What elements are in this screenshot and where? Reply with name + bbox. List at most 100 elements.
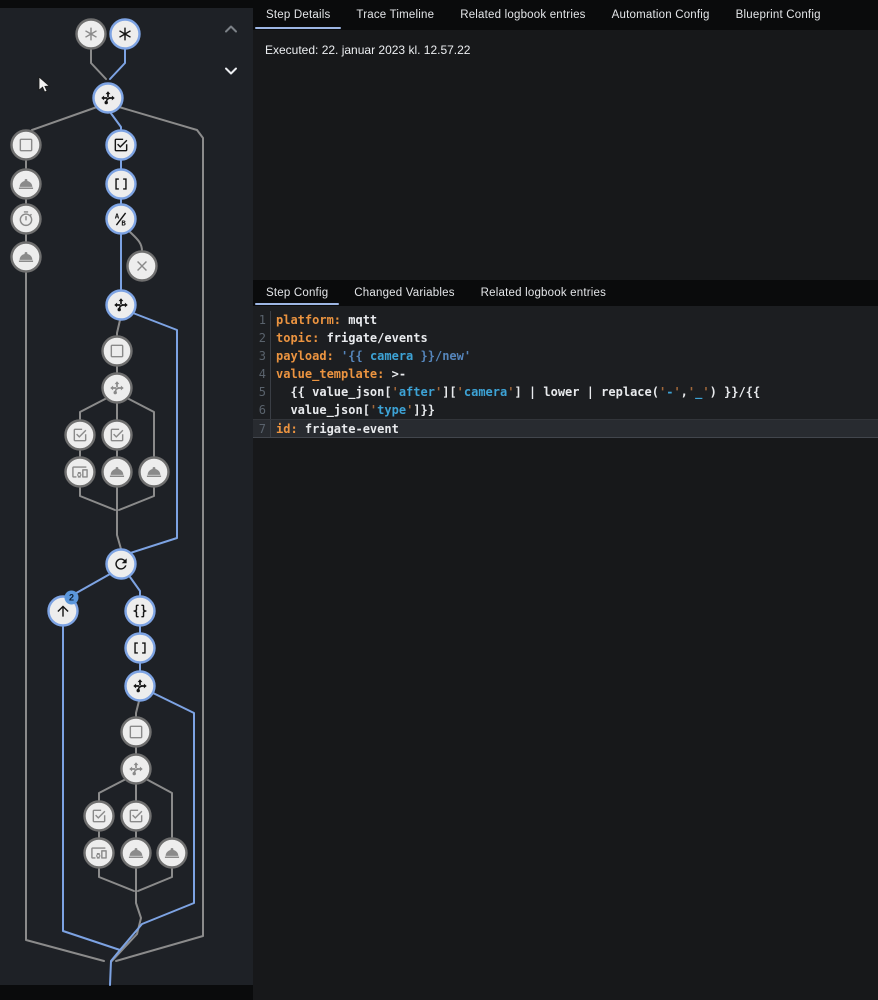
close-icon [137, 261, 147, 271]
code-text: value_template: >- [276, 367, 407, 381]
node-trigger-2[interactable] [109, 18, 141, 50]
trace-edge-active [109, 692, 195, 986]
node-condition-2[interactable] [64, 419, 96, 451]
node-condition-5[interactable] [120, 800, 152, 832]
room-service-icon [18, 179, 34, 189]
node-sequence-2[interactable] [124, 632, 156, 664]
node-service-6[interactable] [156, 837, 188, 869]
step-config-tab-bar: Step Config Changed Variables Related logb… [253, 280, 878, 306]
trace-edge-idle [79, 397, 116, 511]
node-device-2[interactable] [83, 837, 115, 869]
code-text: {{ value_json['after']['camera'] | lower… [276, 385, 761, 399]
tab-blueprint-config[interactable]: Blueprint Config [735, 9, 821, 21]
trace-edge-active [109, 111, 122, 291]
move-down-button[interactable] [219, 59, 243, 83]
tab-changed-variables[interactable]: Changed Variables [354, 287, 455, 299]
node-choose-3[interactable] [101, 372, 133, 404]
svg-text:A: A [115, 211, 120, 220]
trace-edge-active [62, 626, 121, 951]
tab-step-config[interactable]: Step Config [253, 280, 341, 306]
arrow-decision-icon [133, 679, 147, 693]
tab-related-logbook-entries[interactable]: Related logbook entries [460, 9, 586, 21]
trace-edge-idle [137, 778, 173, 892]
arrow-decision-icon [129, 762, 143, 776]
node-trigger-1[interactable] [75, 18, 107, 50]
code-text: platform: mqtt [276, 313, 378, 327]
trace-edge-idle [127, 229, 143, 252]
tab-step-details[interactable]: Step Details [253, 0, 343, 30]
line-number: 1 [253, 311, 271, 329]
asterisk-icon [85, 27, 97, 41]
timer-icon [19, 211, 33, 227]
arrow-decision-icon [114, 298, 128, 312]
node-choose-2[interactable] [105, 289, 137, 321]
node-iteration-1[interactable]: 2 [47, 590, 79, 627]
code-line: 5 {{ value_json['after']['camera'] | low… [253, 383, 878, 401]
room-service-icon [109, 467, 125, 477]
line-number: 6 [253, 401, 271, 419]
node-variables-1[interactable] [124, 595, 156, 627]
automation-trace-graph[interactable]: AB 2 [0, 0, 253, 1000]
asterisk-icon [119, 27, 131, 41]
node-delay-1[interactable] [10, 203, 42, 235]
devices-icon [91, 847, 107, 859]
step-details-pane: Executed: 22. januar 2023 kl. 12.57.22 [253, 30, 878, 280]
chevron-down-icon [225, 67, 237, 75]
trace-edge-idle [90, 48, 107, 80]
node-repeat-1[interactable] [105, 548, 137, 580]
node-stop-3[interactable] [120, 716, 152, 748]
node-service-4[interactable] [138, 456, 170, 488]
line-number: 4 [253, 365, 271, 383]
checkbox-marked-icon [114, 138, 128, 152]
square-outline-icon [129, 725, 143, 739]
line-number: 2 [253, 329, 271, 347]
chevron-up-icon [225, 25, 237, 33]
code-text: value_json['type']}} [276, 403, 435, 417]
devices-icon [72, 466, 88, 478]
node-choose-5[interactable] [120, 753, 152, 785]
node-service-1[interactable] [10, 168, 42, 200]
code-text: payload: '{{ camera }}/new' [276, 349, 472, 363]
node-service-2[interactable] [10, 241, 42, 273]
trace-edge-active [126, 312, 178, 555]
svg-text:2: 2 [69, 593, 74, 603]
node-condition-3[interactable] [101, 419, 133, 451]
checkbox-marked-icon [129, 809, 143, 823]
checkbox-marked-icon [110, 428, 124, 442]
arrow-decision-icon [101, 91, 115, 105]
node-choose-4[interactable] [124, 670, 156, 702]
line-number: 3 [253, 347, 271, 365]
room-service-icon [146, 467, 162, 477]
trace-edge-idle [25, 106, 105, 962]
square-outline-icon [110, 344, 124, 358]
code-brackets-icon [134, 642, 146, 654]
iteration-badge: 2 [64, 590, 79, 605]
code-brackets-icon [115, 178, 127, 190]
move-up-button[interactable] [219, 17, 243, 41]
node-condition-1[interactable] [105, 129, 137, 161]
node-service-5[interactable] [120, 837, 152, 869]
node-stop-1[interactable] [10, 129, 42, 161]
node-sequence-1[interactable] [105, 168, 137, 200]
tab-automation-config[interactable]: Automation Config [611, 9, 710, 21]
trace-edge-idle [110, 700, 142, 963]
code-braces-icon [133, 604, 147, 618]
node-default-1[interactable] [126, 250, 158, 282]
tab-related-logbook-entries[interactable]: Related logbook entries [480, 287, 607, 299]
svg-text:B: B [121, 219, 126, 228]
square-outline-icon [19, 138, 33, 152]
trace-edge-active [70, 573, 111, 597]
line-number: 7 [253, 420, 271, 437]
node-choose-1[interactable] [92, 82, 124, 114]
node-service-3[interactable] [101, 456, 133, 488]
code-line: 6 value_json['type']}} [253, 401, 878, 419]
node-if-1[interactable]: AB [105, 203, 137, 235]
tab-trace-timeline[interactable]: Trace Timeline [356, 9, 435, 21]
node-stop-2[interactable] [101, 335, 133, 367]
room-service-icon [128, 848, 144, 858]
checkbox-marked-icon [73, 428, 87, 442]
node-condition-4[interactable] [83, 800, 115, 832]
node-device-1[interactable] [64, 456, 96, 488]
